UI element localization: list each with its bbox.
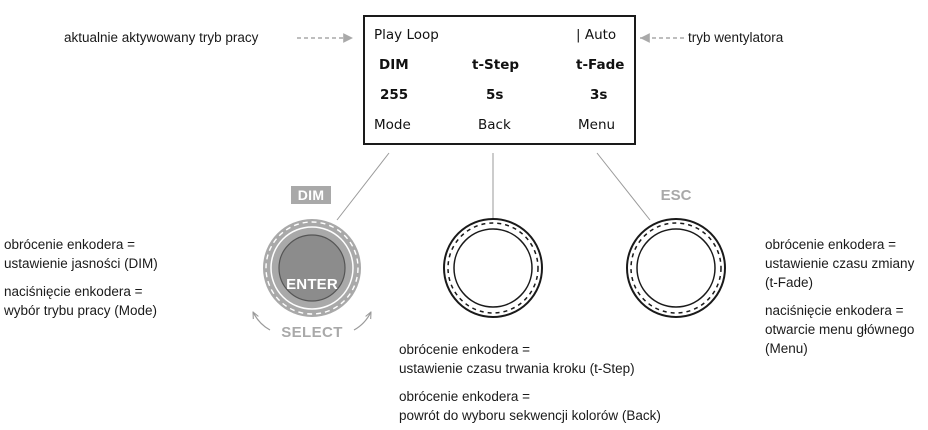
middle-knob-press-desc: powrót do wyboru sekwencji kolorów (Back… (399, 408, 661, 423)
lcd-back-softkey: Back (478, 117, 511, 133)
select-arrow-left (253, 312, 271, 331)
esc-label: ESC (660, 187, 692, 204)
lcd-dim-value: 255 (380, 87, 409, 103)
lcd-play-loop: Play Loop (374, 27, 439, 43)
select-label: SELECT (281, 324, 343, 341)
right-knob-turn-desc: ustawienie czasu zmiany (765, 256, 915, 271)
lcd-tstep-label: t-Step (472, 57, 520, 73)
leader-line-left (336, 152, 390, 221)
left-knob-turn-desc: ustawienie jasności (DIM) (4, 256, 158, 271)
right-knob-turn-heading: obrócenie enkodera = (765, 237, 896, 252)
lcd-fan-mode: | Auto (576, 27, 617, 43)
right-encoder-knob[interactable] (626, 218, 726, 318)
left-knob-turn-heading: obrócenie enkodera = (4, 237, 135, 252)
enter-label: ENTER (286, 276, 338, 293)
middle-encoder-knob[interactable] (443, 218, 543, 318)
left-encoder-knob[interactable] (263, 219, 361, 317)
lcd-tfade-label: t-Fade (576, 57, 625, 73)
middle-knob-turn-heading: obrócenie enkodera = (399, 342, 530, 357)
lcd-menu-softkey: Menu (578, 117, 616, 133)
dim-badge: DIM (291, 186, 331, 204)
lcd-dim-label: DIM (379, 57, 409, 73)
lcd-tfade-value: 3s (590, 87, 608, 103)
right-knob-press-desc: otwarcie menu głównego (765, 322, 915, 337)
select-arrow-right (353, 312, 371, 331)
lcd-mode-softkey: Mode (374, 117, 411, 133)
right-knob-turn-param: (t-Fade) (765, 275, 814, 290)
lcd-tstep-value: 5s (486, 87, 504, 103)
lcd-frame (363, 15, 636, 145)
leader-line-right (596, 152, 651, 221)
left-knob-press-desc: wybór trybu pracy (Mode) (4, 303, 158, 318)
fan-mode-callout: tryb wentylatora (688, 30, 784, 45)
left-knob-press-heading: naciśnięcie enkodera = (4, 284, 143, 299)
middle-knob-press-heading: obrócenie enkodera = (399, 389, 530, 404)
right-knob-press-heading: naciśnięcie enkodera = (765, 303, 904, 318)
middle-knob-turn-desc: ustawienie czasu trwania kroku (t-Step) (399, 361, 635, 376)
right-knob-press-param: (Menu) (765, 341, 808, 356)
operating-mode-callout: aktualnie aktywowany tryb pracy (64, 30, 259, 45)
